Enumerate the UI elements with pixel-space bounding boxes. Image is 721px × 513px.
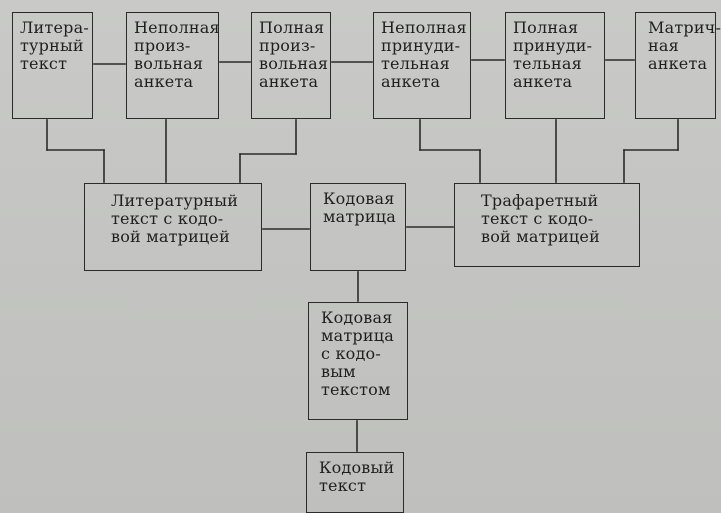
- node-template-text-with-code-matrix: Трафаретный текст с кодо- вой матрицей: [454, 183, 640, 267]
- node-incomplete-free-questionnaire: Неполная произ- вольная анкета: [126, 12, 220, 119]
- node-matrix-questionnaire: Матрич- ная анкета: [635, 12, 721, 119]
- node-code-matrix: Кодовая матрица: [310, 183, 406, 271]
- node-code-text: Кодовый текст: [306, 452, 404, 513]
- node-complete-free-questionnaire: Полная произ- вольная анкета: [251, 12, 331, 119]
- node-literary-text: Литера- турный текст: [12, 12, 93, 119]
- node-complete-forced-questionnaire: Полная принуди- тельная анкета: [505, 12, 605, 119]
- node-code-matrix-with-code-text: Кодовая матрица с кодо- вым текстом: [308, 302, 408, 420]
- node-literary-text-with-code-matrix: Литературный текст с кодо- вой матрицей: [84, 183, 262, 271]
- node-incomplete-forced-questionnaire: Неполная принуди- тельная анкета: [373, 12, 471, 119]
